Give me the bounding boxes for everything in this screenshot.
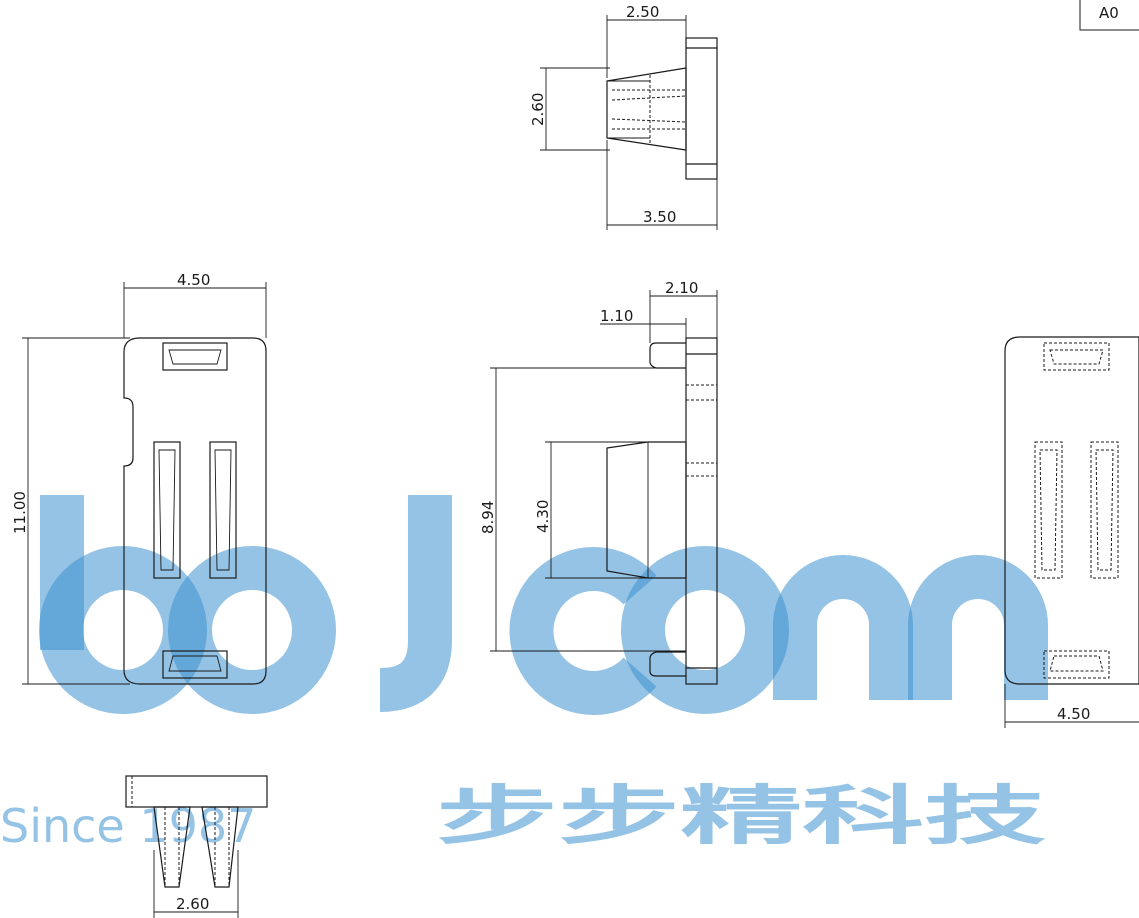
dim-top-width: 2.50 (626, 3, 659, 21)
dim-front-height: 11.00 (11, 491, 29, 534)
side-view: 2.10 1.10 8.94 4.30 (479, 279, 718, 685)
dim-top-height: 2.60 (529, 93, 547, 126)
dim-side-inner: 1.10 (600, 307, 633, 325)
watermark-since: Since 1987 (0, 799, 256, 853)
front-view: 4.50 11.00 (11, 271, 267, 685)
top-view: 2.50 2.60 3.50 (529, 3, 718, 230)
dim-side-mid: 4.30 (534, 500, 552, 533)
dim-rear-width: 4.50 (1057, 705, 1090, 723)
revision-box: A0 (1079, 0, 1139, 31)
watermark-chinese: 步步精科技 (436, 780, 1046, 854)
dim-bottom-width: 2.60 (176, 895, 209, 913)
dim-top-depth: 3.50 (643, 208, 676, 226)
bottom-view: 2.60 (125, 775, 268, 918)
dim-side-span: 8.94 (479, 501, 497, 534)
dim-side-outer: 2.10 (665, 279, 698, 297)
dim-front-width: 4.50 (177, 271, 210, 289)
revision-label: A0 (1099, 4, 1119, 22)
watermark-logo (39, 495, 1048, 715)
rear-view: 4.50 (1004, 336, 1139, 728)
